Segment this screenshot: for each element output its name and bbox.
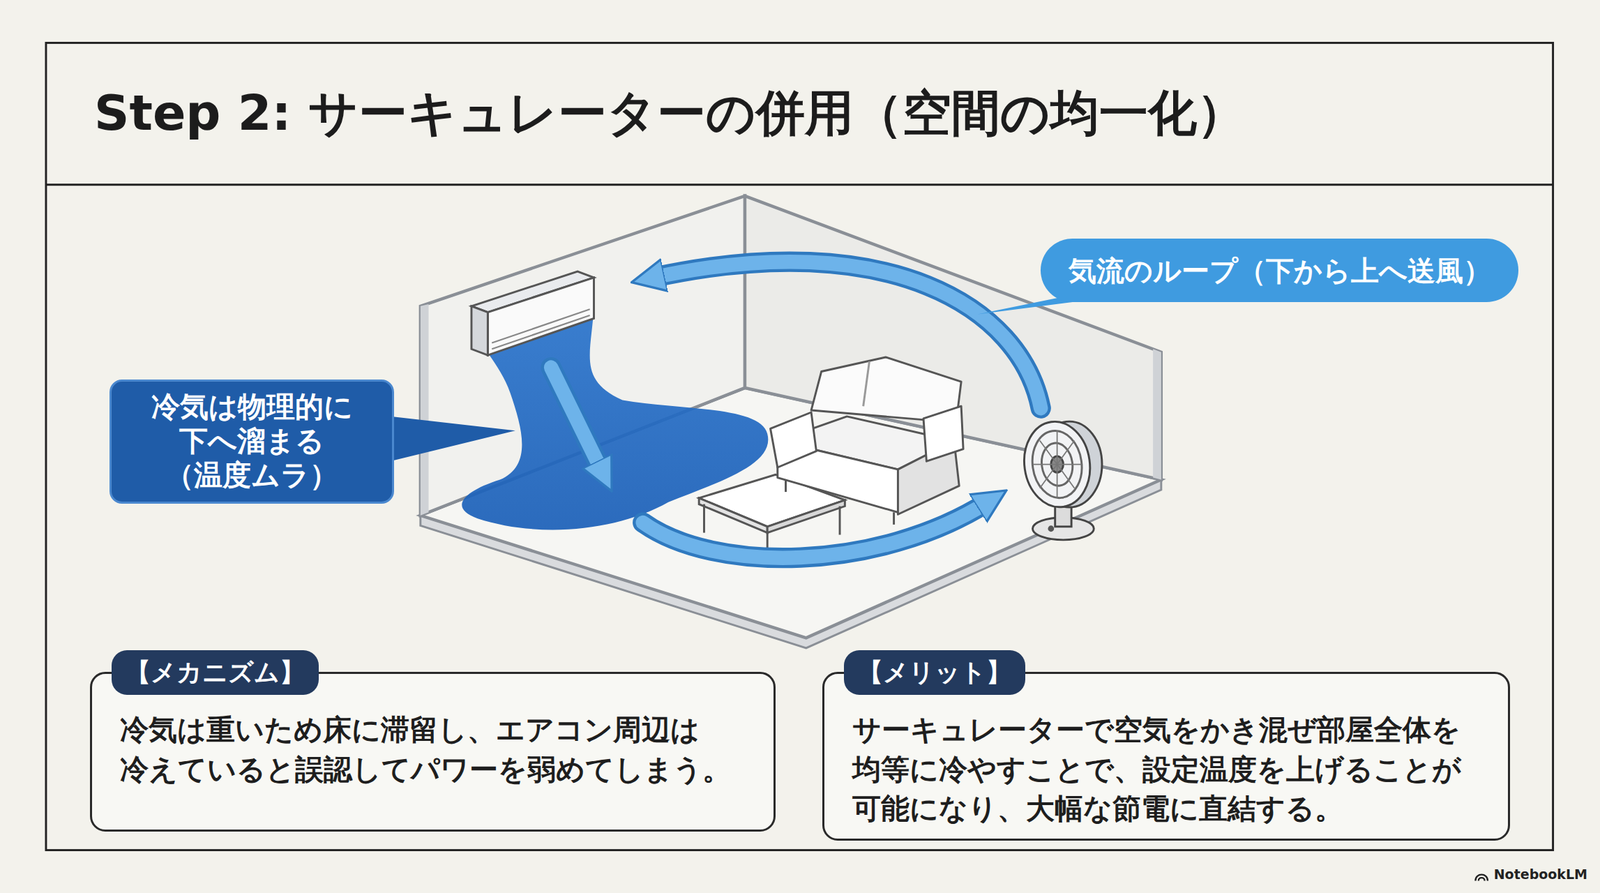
callout-text: 気流のループ（下から上へ送風） xyxy=(1068,253,1492,288)
body-text: 冷気は重いため床に滞留し、エアコン周辺は 冷えていると誤認してパワーを弱めてしま… xyxy=(119,710,749,789)
circulator-fan xyxy=(1019,417,1103,540)
title-rule xyxy=(46,183,1554,186)
fan-spoke xyxy=(1057,464,1075,489)
title: Step 2: サーキュレーターの併用（空間の均一化） xyxy=(94,42,1246,185)
heading-tab: 【メリット】 xyxy=(843,650,1026,695)
watermark: NotebookLM xyxy=(1493,866,1588,882)
watermark-icon xyxy=(1475,874,1488,881)
fan-spoke xyxy=(1032,463,1058,466)
fan-spoke xyxy=(1039,464,1058,489)
frame xyxy=(46,42,1554,850)
fan-spoke xyxy=(1056,464,1059,498)
info-box: 【メリット】サーキュレーターで空気をかき混ぜ部屋全体を 均等に冷やすことで、設定… xyxy=(822,671,1511,841)
fan-spoke xyxy=(1057,463,1082,466)
heading-tab: 【メカニズム】 xyxy=(111,650,319,695)
airflow-arrows xyxy=(551,261,1041,558)
sofa xyxy=(770,357,964,525)
air-conditioner xyxy=(471,271,595,356)
callout-text: 冷気は物理的に 下へ溜まる （温度ムラ） xyxy=(124,389,380,494)
callout-tail xyxy=(389,416,516,462)
body-text: サーキュレーターで空気をかき混ぜ部屋全体を 均等に冷やすことで、設定温度を上げる… xyxy=(852,710,1483,829)
callout-pill: 気流のループ（下から上へ送風） xyxy=(1040,238,1519,303)
callout-box: 冷気は物理的に 下へ溜まる （温度ムラ） xyxy=(109,379,395,504)
fan-spoke xyxy=(1057,440,1075,464)
info-box: 【メカニズム】冷気は重いため床に滞留し、エアコン周辺は 冷えていると誤認してパワ… xyxy=(89,671,776,832)
fan-spoke xyxy=(1056,430,1059,464)
fan-spoke xyxy=(1039,440,1058,464)
